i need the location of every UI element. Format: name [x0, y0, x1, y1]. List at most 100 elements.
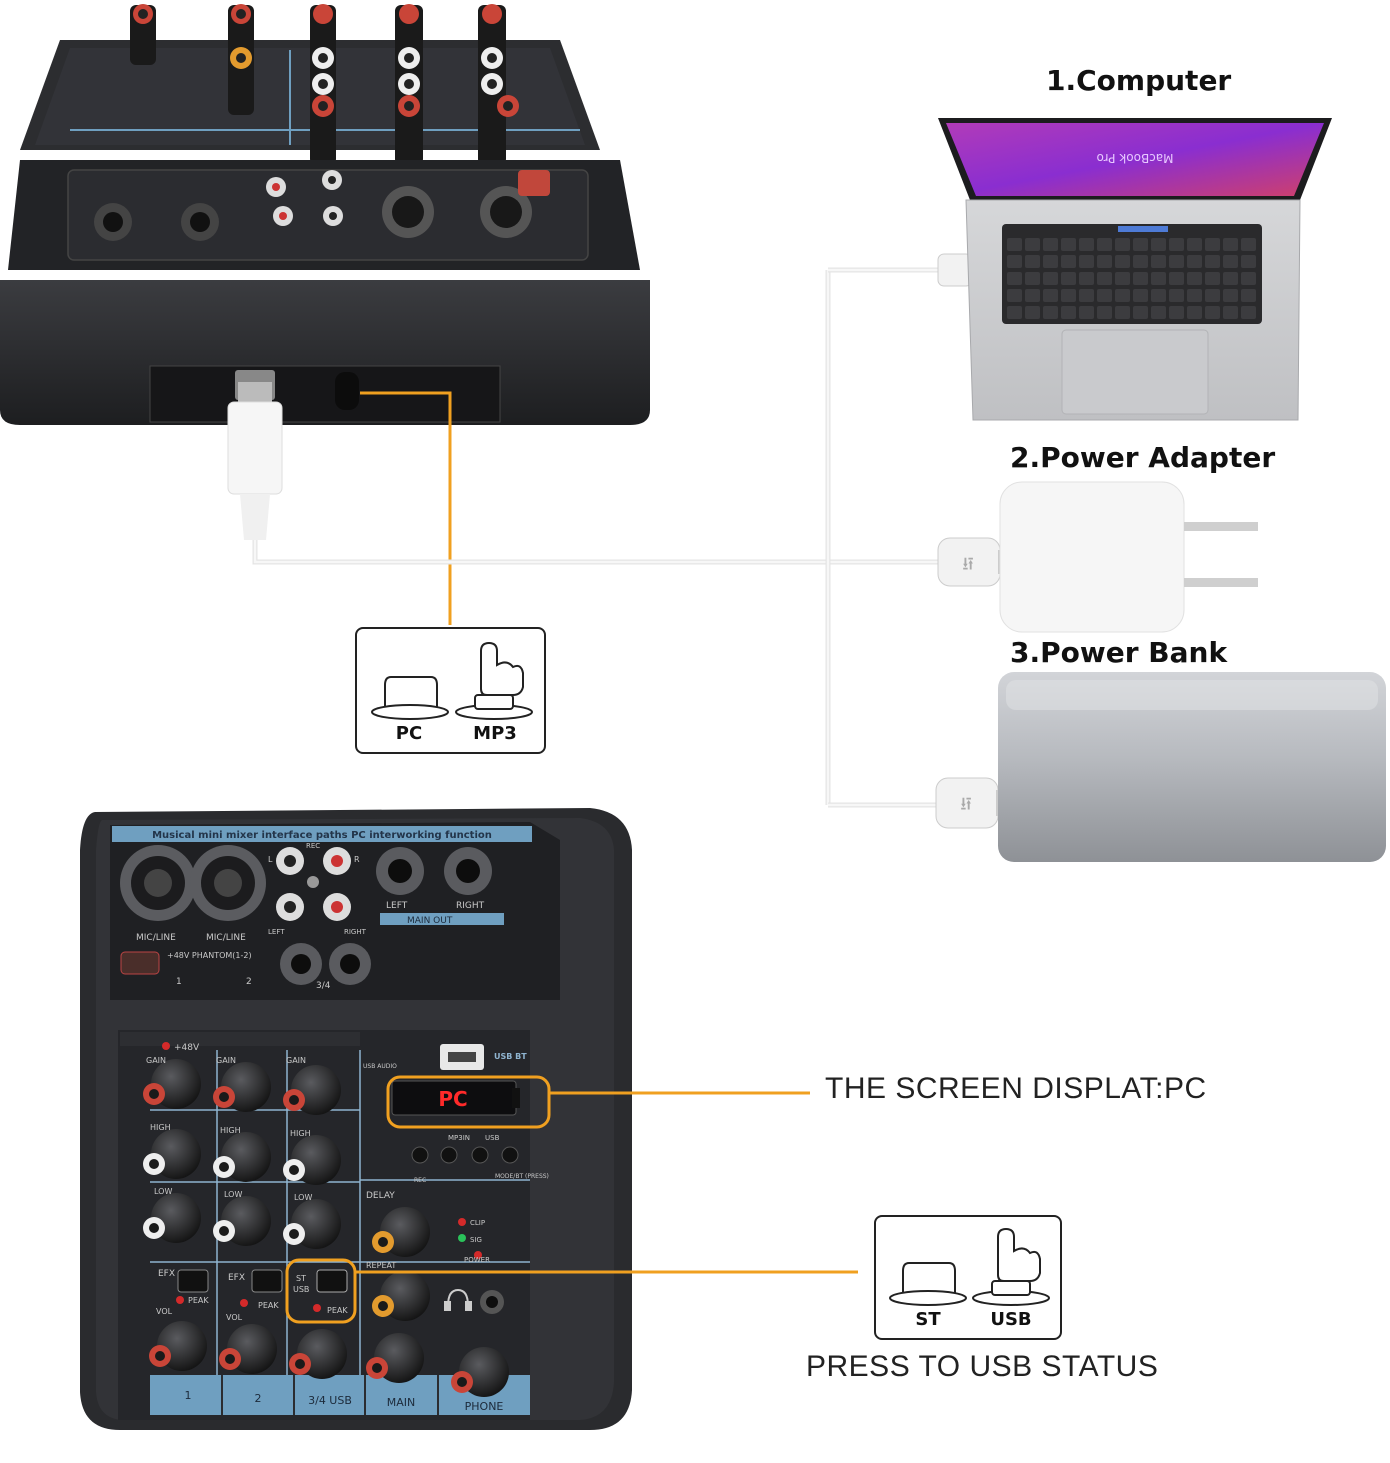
rotary-knob [219, 1324, 277, 1374]
rotary-knob [213, 1132, 271, 1182]
power-bank-illustration [998, 672, 1386, 862]
keyboard-key [1043, 272, 1058, 285]
laptop-illustration: MacBook Pro [938, 118, 1332, 421]
keyboard-key [1079, 255, 1094, 268]
power-adapter-label: 2.Power Adapter [1010, 441, 1276, 474]
mixer-front-view: Musical mini mixer interface paths PC in… [80, 808, 632, 1430]
keyboard-key [1079, 289, 1094, 302]
callout-lines [285, 1075, 858, 1324]
st-usb-switch-diagram: ST USB [874, 1215, 1062, 1340]
keyboard-key [1061, 255, 1076, 268]
keyboard-key [1115, 289, 1130, 302]
keyboard-key [1025, 272, 1040, 285]
keyboard-key [1187, 289, 1202, 302]
keyboard-key [1115, 238, 1130, 251]
keyboard-key [1223, 289, 1238, 302]
keyboard-key [1133, 255, 1148, 268]
keyboard-key [1169, 289, 1184, 302]
rotary-knob [451, 1347, 509, 1397]
keyboard-key [1097, 289, 1112, 302]
keyboard-key [1097, 238, 1112, 251]
cables: ⭿ ⭿ [252, 253, 1012, 829]
keyboard-key [1061, 289, 1076, 302]
keyboard-key [1241, 238, 1256, 251]
keyboard-key [1223, 238, 1238, 251]
keyboard-key [1025, 289, 1040, 302]
keyboard-key [1151, 238, 1166, 251]
keyboard-key [1151, 272, 1166, 285]
mixer-banner-text: Musical mini mixer interface paths PC in… [152, 830, 492, 841]
rotary-knob [143, 1129, 201, 1179]
power-bank-label: 3.Power Bank [1010, 636, 1228, 669]
svg-text:⭿: ⭿ [960, 794, 972, 815]
rotary-knob [213, 1062, 271, 1112]
keyboard-key [1223, 255, 1238, 268]
st-label: ST [915, 1309, 941, 1330]
keyboard-key [1007, 272, 1022, 285]
keyboard-key [1241, 289, 1256, 302]
keyboard-key [1187, 306, 1202, 319]
keyboard-key [1025, 306, 1040, 319]
finger-press-icon [455, 641, 533, 720]
keyboard-key [1169, 238, 1184, 251]
keyboard-key [1061, 306, 1076, 319]
switch-icons [371, 641, 533, 720]
keyboard-key [1115, 255, 1130, 268]
usb-label: USB [990, 1309, 1032, 1330]
keyboard-key [1007, 289, 1022, 302]
keyboard-key [1133, 238, 1148, 251]
power-adapter-illustration [999, 481, 1258, 633]
keyboard-key [1097, 272, 1112, 285]
keyboard-key [1043, 289, 1058, 302]
keyboard-key [1187, 255, 1202, 268]
keyboard-key [1223, 272, 1238, 285]
rotary-knob [283, 1065, 341, 1115]
keyboard-key [1187, 272, 1202, 285]
keyboard-key [1097, 255, 1112, 268]
keyboard-key [1187, 238, 1202, 251]
keyboard-key [1115, 306, 1130, 319]
keyboard-key [1151, 289, 1166, 302]
mp3-label: MP3 [473, 723, 517, 744]
keyboard-key [1205, 255, 1220, 268]
switch-icons-2 [889, 1227, 1050, 1306]
keyboard-key [1205, 289, 1220, 302]
keyboard-key [1007, 238, 1022, 251]
keyboard-key [1241, 272, 1256, 285]
keyboard-key [1169, 255, 1184, 268]
rotary-knob [213, 1196, 271, 1246]
keyboard-key [1151, 306, 1166, 319]
keyboard-key [1205, 272, 1220, 285]
keyboard-key [1043, 306, 1058, 319]
top-knobs [130, 4, 519, 165]
keyboard-key [1133, 306, 1148, 319]
press-usb-caption: PRESS TO USB STATUS [806, 1350, 1159, 1383]
mixer-knobs [143, 1059, 509, 1397]
keyboard-key [1241, 255, 1256, 268]
released-button-icon [371, 676, 449, 720]
keyboard-key [1061, 238, 1076, 251]
keyboard-key [1169, 306, 1184, 319]
keyboard-key [1007, 255, 1022, 268]
keyboard-key [1007, 306, 1022, 319]
keyboard-key [1169, 272, 1184, 285]
rotary-knob [372, 1207, 430, 1257]
keyboard-key [1061, 272, 1076, 285]
rotary-knob [372, 1271, 430, 1321]
keyboard-key [1151, 255, 1166, 268]
pc-mp3-switch-diagram: PC MP3 [355, 627, 546, 754]
keyboard-key [1043, 255, 1058, 268]
finger-press-icon [972, 1227, 1050, 1306]
keyboard-key [1205, 306, 1220, 319]
rotary-knob [143, 1059, 201, 1109]
rotary-knob [283, 1135, 341, 1185]
rotary-knob [143, 1193, 201, 1243]
laptop-screen-text: MacBook Pro [1096, 151, 1173, 165]
rotary-knob [289, 1329, 347, 1379]
computer-label: 1.Computer [1046, 64, 1232, 97]
keyboard-key [1079, 238, 1094, 251]
keyboard-key [1079, 306, 1094, 319]
rotary-knob [149, 1321, 207, 1371]
